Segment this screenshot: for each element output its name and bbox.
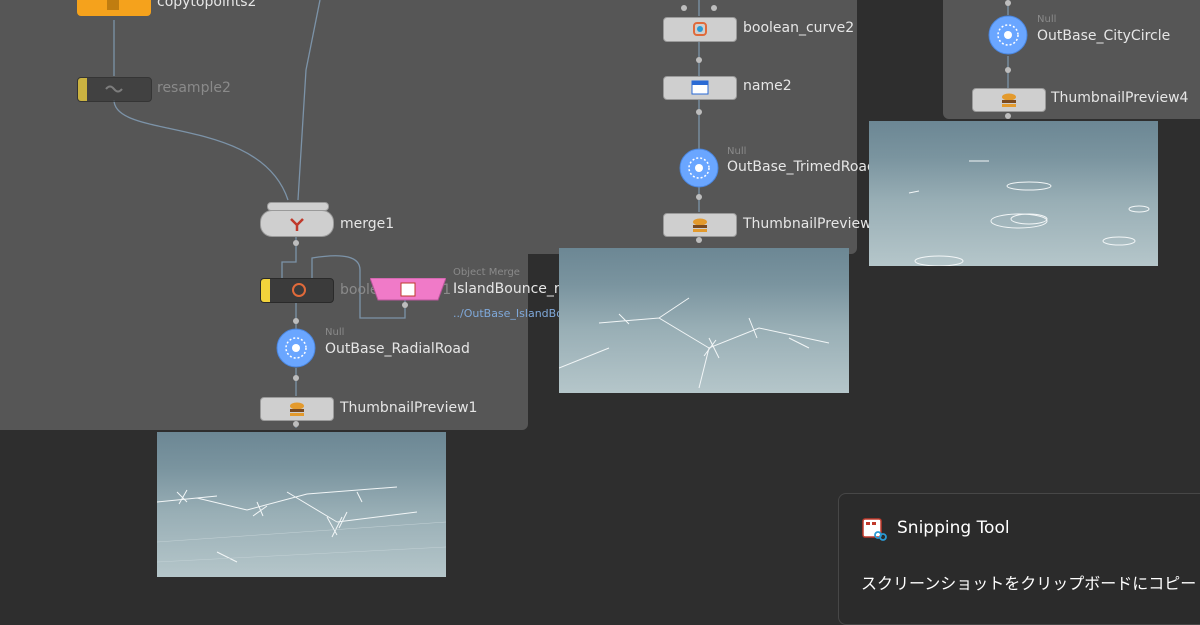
- thumbnail-preview-image-2: [559, 248, 849, 393]
- network-box-middle[interactable]: [510, 0, 857, 254]
- node-type-null: Null: [727, 146, 747, 157]
- burger-icon: [1002, 93, 1016, 107]
- node-outbase-citycircle[interactable]: [988, 15, 1028, 55]
- node-label-thumbnailpreview2: ThumbnailPreview2: [743, 216, 881, 232]
- node-boolean-curve1[interactable]: [260, 278, 334, 303]
- node-label-thumbnailpreview4: ThumbnailPreview4: [1051, 90, 1189, 106]
- trimmed-road-lines: [559, 297, 830, 389]
- node-islandbounce-ref3[interactable]: [369, 277, 447, 301]
- resample-icon: [105, 85, 123, 93]
- node-type-object-merge: Object Merge: [453, 267, 520, 278]
- burger-icon: [290, 402, 304, 416]
- thumbnail-preview-image-4: [869, 121, 1158, 266]
- node-label-resample2: resample2: [157, 80, 231, 96]
- node-label-outbase-radialroad: OutBase_RadialRoad: [325, 341, 470, 357]
- radial-road-lines: [157, 486, 446, 563]
- node-merge1[interactable]: [260, 202, 334, 237]
- node-wires: [113, 0, 1011, 428]
- node-label-outbase-citycircle: OutBase_CityCircle: [1037, 28, 1171, 44]
- boolean-icon: [292, 283, 306, 297]
- object-merge-shape: [369, 277, 447, 301]
- node-outbase-radialroad[interactable]: [276, 328, 316, 368]
- name-tag-icon: [691, 80, 709, 95]
- copy-icon: [107, 0, 119, 10]
- burger-icon: [693, 218, 707, 232]
- node-resample2[interactable]: [77, 77, 152, 102]
- node-name2[interactable]: [663, 76, 737, 100]
- node-path-islandbounce[interactable]: ../OutBase_IslandBounce: [453, 307, 590, 320]
- node-boolean-curve2[interactable]: [663, 17, 737, 42]
- node-label-boolean-curve2: boolean_curve2: [743, 20, 855, 36]
- node-copytopoints2[interactable]: [77, 0, 151, 16]
- snipping-tool-icon: [862, 518, 887, 541]
- target-circle-icon: [988, 15, 1028, 55]
- notification-app-name: Snipping Tool: [897, 518, 1010, 538]
- merge-icon: [290, 218, 304, 231]
- thumbnail-preview-image-1: [157, 432, 446, 577]
- node-type-null: Null: [325, 327, 345, 338]
- display-flag[interactable]: [78, 78, 87, 101]
- node-type-null: Null: [1037, 14, 1057, 25]
- target-circle-icon: [679, 148, 719, 188]
- target-circle-icon: [276, 328, 316, 368]
- node-thumbnailpreview2[interactable]: [663, 213, 737, 237]
- notification-message: スクリーンショットをクリップボードにコピーしました: [861, 574, 1200, 593]
- node-thumbnailpreview1[interactable]: [260, 397, 334, 421]
- node-label-merge1: merge1: [340, 216, 395, 232]
- node-label-thumbnailpreview1: ThumbnailPreview1: [340, 400, 478, 416]
- node-label-copytopoints2: copytopoints2: [157, 0, 257, 10]
- node-thumbnailpreview4[interactable]: [972, 88, 1046, 112]
- node-label-name2: name2: [743, 78, 792, 94]
- city-circle-lines: [908, 160, 1150, 266]
- display-flag[interactable]: [261, 279, 270, 302]
- boolean-icon: [693, 22, 707, 36]
- node-outbase-trimedroad[interactable]: [679, 148, 719, 188]
- node-label-islandbounce-ref3: IslandBounce_ref3: [453, 281, 582, 297]
- node-label-outbase-trimedroad: OutBase_TrimedRoad: [727, 159, 876, 175]
- snipping-tool-notification[interactable]: Snipping Tool スクリーンショットをクリップボードにコピーしました: [838, 493, 1200, 625]
